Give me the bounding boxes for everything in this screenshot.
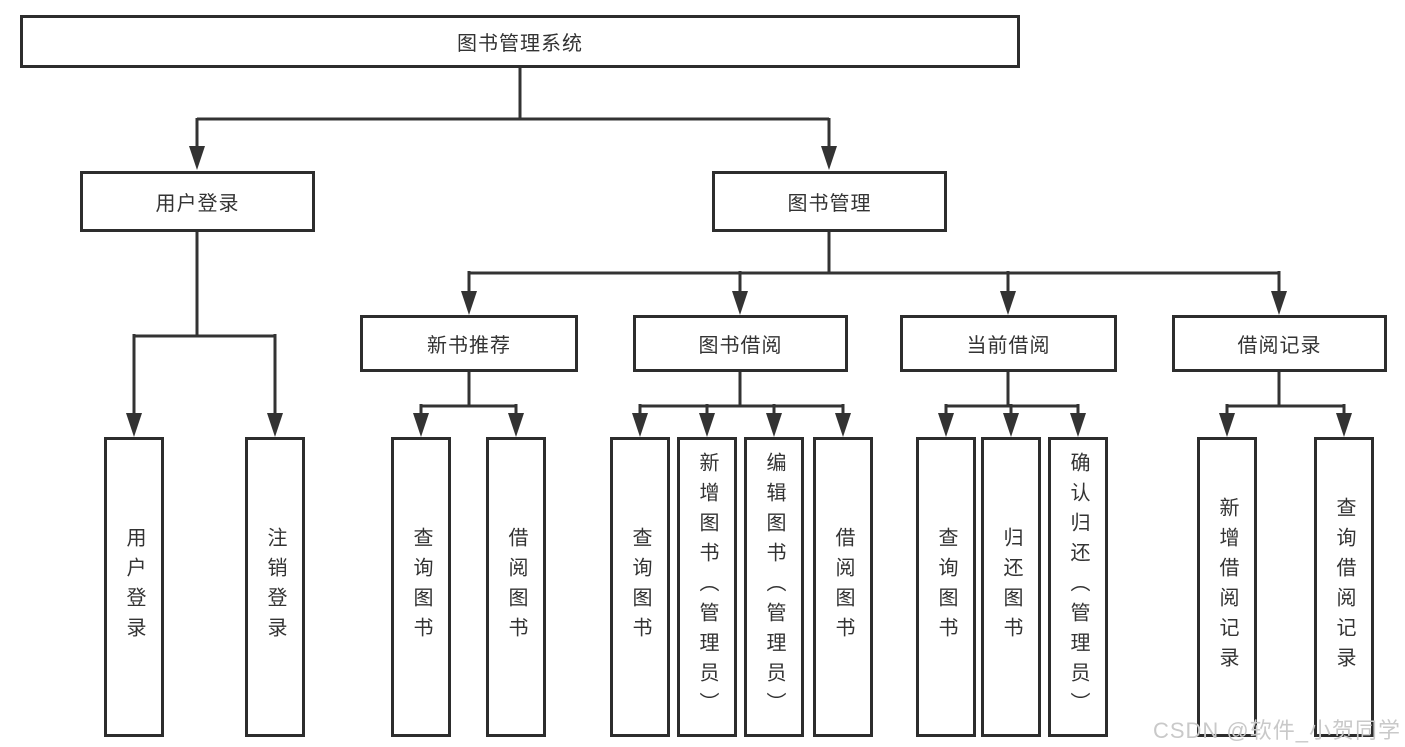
leaf-query-borrow-record: 查询借阅记录 (1314, 437, 1374, 737)
leaf-confirm-return-admin: 确认归还（管理员） (1048, 437, 1108, 737)
arrowheads (126, 146, 1352, 437)
node-user-login: 用户登录 (80, 171, 315, 232)
node-current-borrow: 当前借阅 (900, 315, 1117, 372)
leaf-query-books-current: 查询图书 (916, 437, 976, 737)
leaf-add-books-admin: 新增图书（管理员） (677, 437, 737, 737)
node-borrow-records: 借阅记录 (1172, 315, 1387, 372)
leaf-edit-books-admin: 编辑图书（管理员） (744, 437, 804, 737)
leaf-query-books-recommend: 查询图书 (391, 437, 451, 737)
csdn-watermark: CSDN @软件_小贺同学 (1152, 718, 1401, 743)
leaf-user-login: 用户登录 (104, 437, 164, 737)
leaf-add-borrow-record: 新增借阅记录 (1197, 437, 1257, 737)
node-new-book-recommend: 新书推荐 (360, 315, 578, 372)
node-book-mgmt: 图书管理 (712, 171, 947, 232)
node-root: 图书管理系统 (20, 15, 1020, 68)
leaf-logout: 注销登录 (245, 437, 305, 737)
node-book-borrow: 图书借阅 (633, 315, 848, 372)
leaf-query-books-borrow: 查询图书 (610, 437, 670, 737)
leaf-borrow-books-recommend: 借阅图书 (486, 437, 546, 737)
leaf-borrow-books-borrow: 借阅图书 (813, 437, 873, 737)
leaf-return-books: 归还图书 (981, 437, 1041, 737)
